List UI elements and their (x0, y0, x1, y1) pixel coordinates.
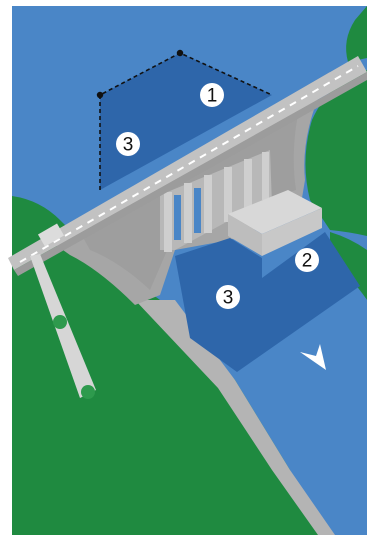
marker-area-3-upper: 3 (116, 132, 140, 156)
area-1-region (100, 53, 272, 190)
marker-area-2: 2 (295, 248, 319, 272)
spillway-gaps (174, 188, 201, 240)
dam-crest-road (8, 56, 367, 270)
arm-node (81, 385, 95, 399)
marker-area-1-label: 1 (207, 86, 218, 107)
marker-area-3-lower-label: 3 (223, 288, 234, 309)
spillway-pillars (164, 152, 269, 252)
left-hill (12, 196, 320, 535)
flow-arrow-icon (300, 344, 326, 370)
marker-area-3-upper-label: 3 (123, 135, 134, 156)
area-1-outline (99, 52, 273, 190)
crest-anchor (37, 223, 65, 247)
powerhouse-side (228, 214, 262, 256)
arm-node (53, 315, 67, 329)
right-middle-hill (305, 70, 367, 236)
dam-crest-edge (14, 72, 367, 276)
powerhouse-front (262, 208, 322, 256)
marker-area-3-lower: 3 (216, 285, 240, 309)
outline-vertex (176, 49, 184, 57)
outline-vertex (96, 91, 104, 99)
road-centerline (19, 65, 359, 263)
river-bank-wall (135, 300, 335, 535)
marker-area-2-label: 2 (302, 251, 313, 272)
powerhouse-top (228, 190, 322, 234)
right-upper-hill (346, 6, 367, 62)
marker-area-1: 1 (200, 83, 224, 107)
